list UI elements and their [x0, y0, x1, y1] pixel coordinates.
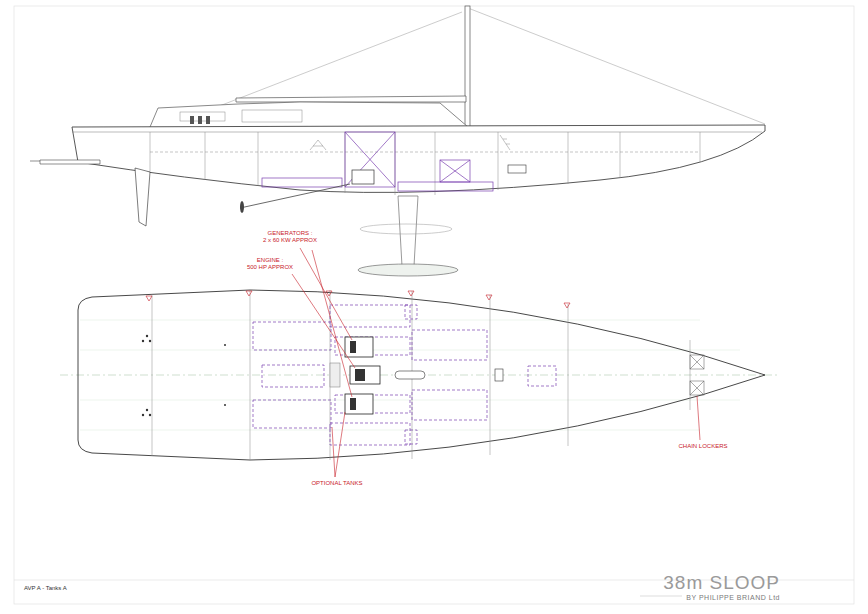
designer-credit: BY PHILIPPE BRIAND Ltd — [686, 594, 780, 602]
callout-label: ENGINE : — [257, 257, 283, 264]
callout-label: GENERATORS : — [268, 230, 313, 237]
callout-label: CHAIN LOCKERS — [678, 443, 727, 450]
callout-label: 2 x 60 KW APPROX — [263, 237, 317, 244]
sheet-reference: AVP A - Tanks A — [24, 585, 67, 592]
callout-label: OPTIONAL TANKS — [311, 480, 362, 487]
drawing-title: 38m SLOOP — [663, 572, 780, 594]
callout-label: 500 HP APPROX — [247, 264, 293, 271]
